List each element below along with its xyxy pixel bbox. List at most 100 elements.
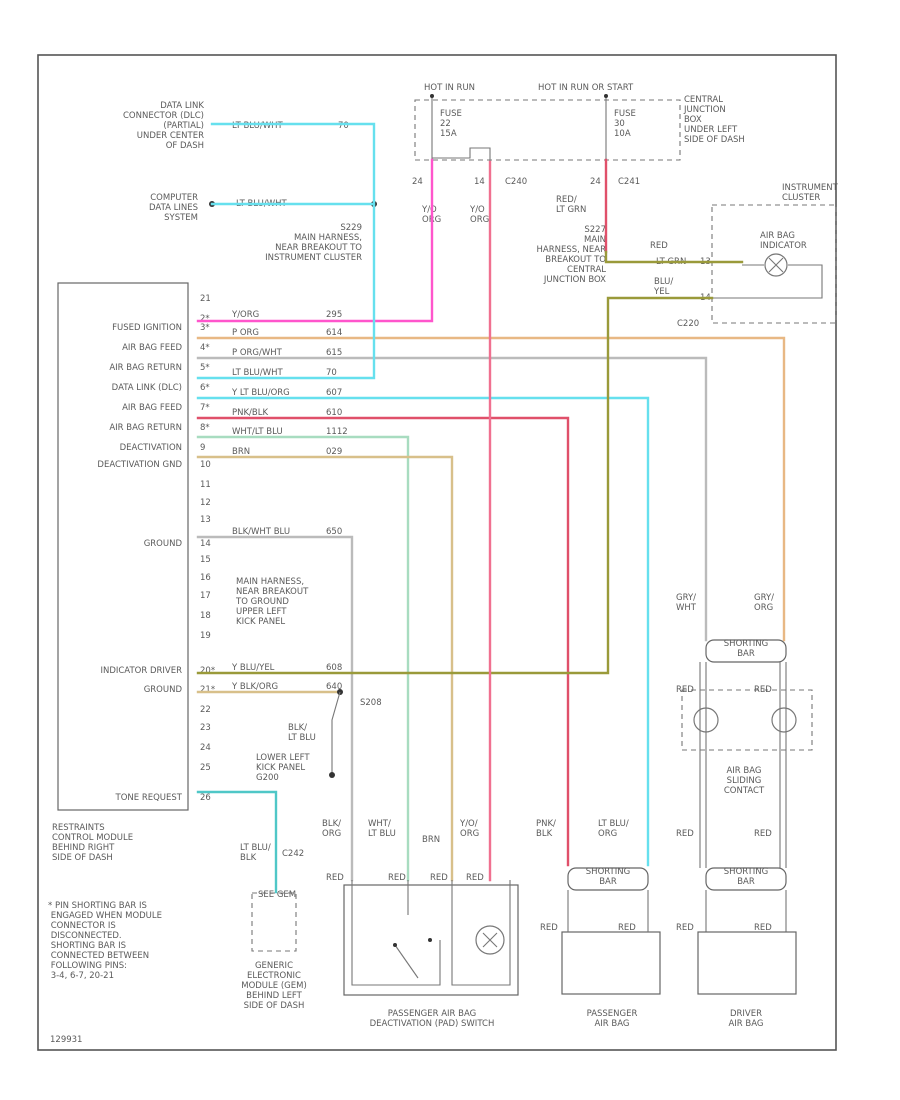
red-lt-grn-label: RED/LT GRN — [556, 195, 586, 215]
rcm-wire-circuit: 650 — [326, 527, 342, 537]
rcm-wire-circuit: 614 — [326, 328, 342, 338]
rcm-pin-name: AIR BAG RETURN — [109, 363, 182, 373]
rcm-wire-color: LT BLU/WHT — [232, 368, 283, 378]
rcm-pin-name: AIR BAG FEED — [122, 403, 182, 413]
clockspring-shorting-bar — [705, 639, 787, 663]
pad-lamp-filament — [482, 932, 498, 948]
wire-tone-request — [196, 790, 278, 894]
c220-label: C220 — [677, 319, 699, 329]
lamp-filament — [768, 257, 784, 273]
hot-in-run-label: HOT IN RUN — [424, 83, 475, 93]
rcm-wire-circuit: 610 — [326, 408, 342, 418]
red-label-3: RED — [430, 873, 448, 883]
instrument-cluster-outline — [711, 204, 837, 324]
dlc-circuit-label: 70 — [338, 121, 349, 131]
wire-driver-return — [196, 356, 708, 642]
driver-bag-leads — [705, 890, 787, 932]
gem-outline — [251, 892, 297, 952]
rcm-wire-circuit: 1112 — [326, 427, 348, 437]
rcm-wire-circuit: 608 — [326, 663, 342, 673]
rcm-pin-name: DEACTIVATION GND — [97, 460, 182, 470]
rcm-pin-name: DEACTIVATION — [120, 443, 182, 453]
passenger-air-bag-box — [561, 931, 661, 995]
blu-lt-blu-label: BLK/LT BLU — [288, 723, 316, 743]
blk-org-label: BLK/ORG — [322, 819, 341, 839]
c242-label: C242 — [282, 849, 304, 859]
rcm-wire-circuit: 615 — [326, 348, 342, 358]
red-label-4: RED — [466, 873, 484, 883]
rcm-pin-number: 26 — [200, 793, 211, 803]
rcm-wire-circuit: 029 — [326, 447, 342, 457]
clockspring-leads — [699, 662, 787, 868]
gry-org-label: GRY/ORG — [754, 593, 774, 613]
rcm-wire-color: Y/ORG — [231, 310, 259, 320]
hot-in-run-start-label: HOT IN RUN OR START — [538, 83, 634, 93]
rcm-pin-number: 13 — [200, 515, 211, 525]
wire-pad-deactivation — [196, 435, 410, 882]
wire-driver-feed — [196, 336, 786, 642]
shorting-bar-note: * PIN SHORTING BAR IS ENGAGED WHEN MODUL… — [48, 901, 162, 981]
rcm-pin-name: AIR BAG RETURN — [109, 423, 182, 433]
restraints-control-module — [57, 282, 189, 811]
pnk-blk-label: PNK/BLK — [536, 819, 556, 839]
rcm-pin-number: 22 — [200, 705, 211, 715]
rcm-wire-color: BLK/WHT BLU — [232, 527, 290, 537]
rcm-pin-number: 12 — [200, 498, 211, 508]
rcm-pin-number: 10 — [200, 460, 211, 470]
wire-cluster-lamp-return — [604, 250, 744, 264]
pin-24b-label: 24 — [590, 177, 601, 187]
rcm-pin-name: FUSED IGNITION — [112, 323, 182, 333]
lt-blu-blk-label: LT BLU/BLK — [240, 843, 271, 863]
rcm-wire-color: WHT/LT BLU — [232, 427, 283, 437]
red-label-12: RED — [754, 923, 772, 933]
gem-sub-label: SEE GEM — [258, 890, 296, 900]
clockspring-coil-right-icon — [771, 707, 797, 733]
rcm-wire-circuit: 295 — [326, 310, 342, 320]
red-label-9: RED — [676, 829, 694, 839]
rcm-wire-color: PNK/BLK — [232, 408, 268, 418]
rcm-pin-number: 19 — [200, 631, 211, 641]
gry-wht-label: GRY/WHT — [676, 593, 697, 613]
rcm-wire-circuit: 640 — [326, 682, 342, 692]
brn-label: BRN — [422, 835, 440, 845]
rcm-pin-number: 23 — [200, 723, 211, 733]
air-bag-indicator-lamp-icon — [764, 253, 788, 277]
rcm-pin-name: TONE REQUEST — [115, 793, 183, 803]
rcm-pin-number: 9 — [200, 443, 205, 453]
indicator-lamp-circuit — [712, 264, 823, 299]
rcm-pin-number: 4* — [200, 343, 210, 353]
driver-air-bag-box — [697, 931, 797, 995]
y-org-label-3: Y/O/ORG — [459, 819, 479, 839]
fuse-22-bus — [432, 147, 491, 162]
rcm-pin-number: 21* — [200, 685, 215, 695]
g200-ground — [329, 772, 335, 778]
pin-24a-label: 24 — [412, 177, 423, 187]
pad-switch-pivot — [393, 943, 397, 947]
rcm-pin-number: 8* — [200, 423, 210, 433]
red-label-8: RED — [754, 685, 772, 695]
wire-y-org-ignition — [196, 158, 434, 323]
rcm-pin-name: GROUND — [144, 539, 183, 549]
red-label: RED — [650, 241, 668, 251]
clockspring-outline — [681, 689, 813, 751]
rcm-pin-number: 17 — [200, 591, 211, 601]
rcm-wire-circuit: 607 — [326, 388, 342, 398]
diagram-frame — [37, 54, 837, 1051]
red-label-5: RED — [540, 923, 558, 933]
rcm-pin-number: 21 — [200, 294, 211, 304]
pad-indicator-lamp-icon — [475, 925, 505, 955]
rcm-pin-name: GROUND — [144, 685, 183, 695]
